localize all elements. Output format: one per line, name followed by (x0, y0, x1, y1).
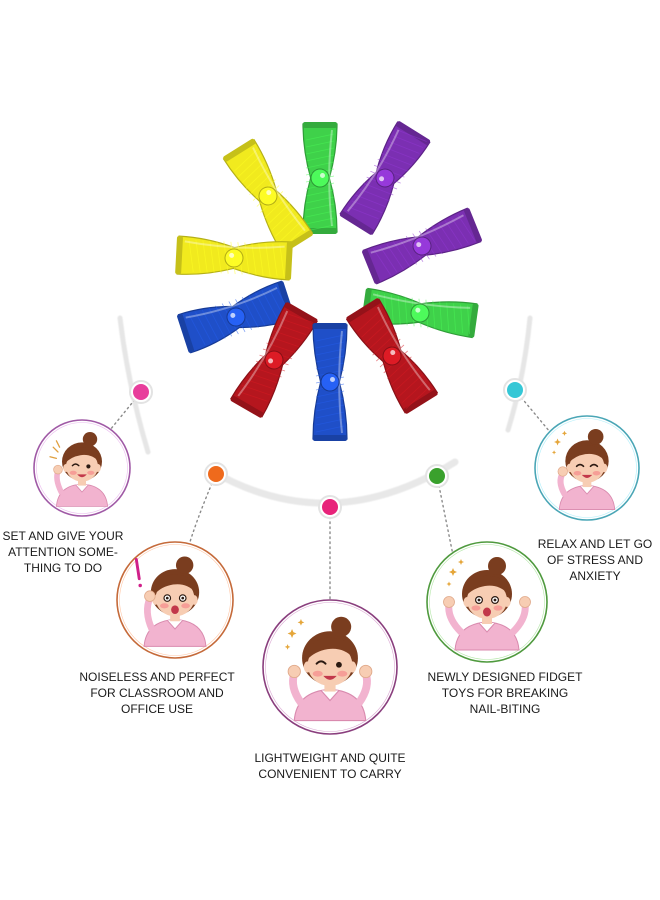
portrait-nail-biting (426, 541, 548, 663)
caption-nail-biting: NEWLY DESIGNED FIDGET TOYS FOR BREAKING … (427, 670, 583, 716)
fidget-toy-green (361, 287, 479, 339)
dot-attention (133, 384, 149, 400)
fidget-toys-cluster (175, 121, 482, 441)
caption-lightweight: LIGHTWEIGHT AND QUITE CONVENIENT TO CARR… (254, 751, 406, 781)
fidget-toy-red (345, 298, 439, 414)
fidget-toy-purple (339, 121, 431, 235)
caption-relax: RELAX AND LET GO OF STRESS AND ANXIETY (537, 537, 653, 583)
arc-right (505, 315, 533, 433)
dotted-leader-relax (514, 389, 551, 433)
portrait-attention (33, 419, 131, 517)
fidget-toy-blue (177, 280, 295, 354)
portrait-lightweight (262, 599, 398, 735)
fidget-toy-blue (312, 323, 348, 441)
fidget-toy-purple (362, 207, 482, 285)
dot-nail-biting (429, 468, 445, 484)
fidget-toy-green (302, 122, 338, 234)
dot-lightweight (322, 499, 338, 515)
caption-noiseless: NOISELESS AND PERFECT FOR CLASSROOM AND … (79, 670, 235, 716)
dot-noiseless (208, 466, 224, 482)
dotted-leader-nail-biting (436, 475, 455, 561)
fidget-toy-red (230, 302, 318, 418)
portrait-noiseless (116, 541, 234, 659)
dotted-leader-attention (109, 391, 142, 431)
arc-left (117, 315, 151, 455)
fidget-toy-yellow (175, 235, 293, 281)
connector-dots (129, 378, 527, 519)
fidget-toy-yellow (222, 138, 314, 254)
portrait-relax (534, 415, 640, 521)
dotted-leader-noiseless (185, 473, 217, 556)
dot-relax (507, 382, 523, 398)
caption-attention: SET AND GIVE YOUR ATTENTION SOME- THING … (2, 529, 124, 575)
girl-portraits (33, 415, 640, 735)
